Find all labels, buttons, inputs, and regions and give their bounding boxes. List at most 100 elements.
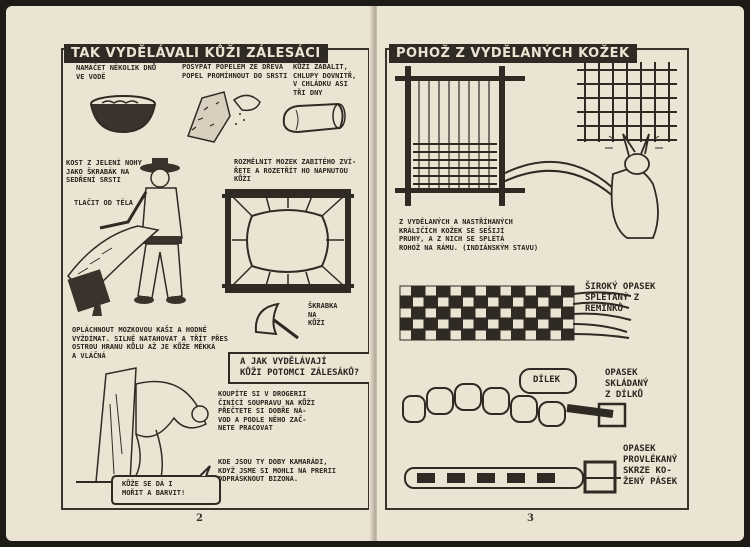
weave-cell [487, 285, 500, 297]
weave-cell [487, 318, 500, 330]
rabbit-illustration [502, 133, 663, 239]
weave-cell [487, 307, 500, 319]
caption-weave: Z VYDĚLANÝCH A NASTŘÍHANÝCH KRÁLIČÍCH KO… [399, 218, 539, 252]
right-page: POHOŽ Z VYDĚLANÝCH KOŽEK [377, 6, 744, 541]
weave-cell [424, 296, 437, 308]
weave-cell [549, 318, 562, 330]
weave-cell [512, 296, 525, 308]
caption-rinse: OPLÁCHNOUT MOZKOVOU KAŠI A HODNĚ VYŽDÍMA… [72, 326, 228, 360]
weave-cell [412, 318, 425, 330]
weave-cell [437, 318, 450, 330]
weave-cell [512, 329, 525, 341]
weave-cell [549, 329, 562, 341]
woven-belt-illustration [399, 285, 575, 341]
soaking-bowl-illustration [90, 95, 156, 134]
laced-belt-illustration [404, 460, 621, 494]
weave-cell [474, 318, 487, 330]
weave-cell [499, 285, 512, 297]
callout-text: A JAK VYDĚLÁVAJÍ KŮŽI POTOMCI ZÁLESÁKŮ? [240, 357, 360, 378]
caption-soak: NAMÁČET NĚKOLIK DNŮ VE VODĚ [76, 64, 157, 81]
weave-cell [499, 329, 512, 341]
weave-cell [399, 307, 412, 319]
weave-cell [474, 307, 487, 319]
weave-cell [474, 329, 487, 341]
weave-cell [462, 318, 475, 330]
weave-cell [549, 296, 562, 308]
weave-cell [512, 307, 525, 319]
weave-cell [474, 296, 487, 308]
caption-brain: ROZMĚLNIT MOZEK ZABITÉHO ZVÍ- ŘETE A ROZ… [234, 158, 357, 183]
stretching-frame-illustration [222, 189, 354, 293]
weave-cell [487, 296, 500, 308]
weave-cell [524, 329, 537, 341]
weave-cell [487, 329, 500, 341]
weave-cell [549, 285, 562, 297]
speech-bubble-text: KŮŽE SE DÁ I MOŘIT A BARVIT! [122, 480, 186, 497]
caption-wide-belt: ŠIROKÝ OPASEK SPLÉTANÝ Z ŘEMÍNKŮ [585, 282, 656, 314]
weave-cell [537, 285, 550, 297]
sectional-belt-illustration [402, 383, 627, 428]
weave-cell [524, 285, 537, 297]
loom-illustration [395, 66, 525, 206]
left-page-number: 2 [196, 513, 203, 524]
left-page: TAK VYDĚLÁVALI KŮŽI ZÁLESÁCI NAMÁČET NĚK… [6, 6, 373, 541]
weave-cell [437, 307, 450, 319]
weave-cell [399, 296, 412, 308]
caption-dilek: DÍLEK [533, 375, 561, 385]
caption-old-times: KDE JSOU TY DOBY KAMARÁDI, KDYŽ JSME SI … [218, 458, 337, 483]
weave-cell [399, 329, 412, 341]
weave-cell [562, 285, 575, 297]
weave-cell [474, 285, 487, 297]
caption-buy-kit: KOUPÍTE SI V DROGERII ČINÍCÍ SOUPRAVU NA… [218, 390, 315, 432]
weave-cell [424, 318, 437, 330]
caption-laced-belt: OPASEK PROVLÉKANÝ SKRZE KO- ŽENÝ PÁSEK [623, 444, 678, 487]
weave-cell [449, 318, 462, 330]
woven-mat-illustration [577, 62, 677, 142]
weave-cell [437, 329, 450, 341]
speech-bubble-shape [111, 465, 221, 505]
book-spread: TAK VYDĚLÁVALI KŮŽI ZÁLESÁCI NAMÁČET NĚK… [6, 6, 744, 541]
leather-strips-illustration [572, 291, 632, 339]
weave-cell [399, 318, 412, 330]
weave-cell [412, 307, 425, 319]
weave-cell [462, 307, 475, 319]
dilek-label-shape [519, 368, 577, 394]
woodsman-scraping-illustration [67, 158, 186, 316]
scraper-tool-illustration [254, 302, 299, 340]
weave-cell [399, 285, 412, 297]
ash-hide-illustration [187, 91, 261, 143]
weave-cell [537, 329, 550, 341]
weave-cell [437, 296, 450, 308]
weave-cell [512, 285, 525, 297]
weave-cell [499, 307, 512, 319]
right-page-number: 3 [527, 513, 534, 524]
hide-drying-illustration [76, 367, 216, 483]
weave-cell [499, 296, 512, 308]
weave-cell [449, 329, 462, 341]
weave-cell [424, 329, 437, 341]
weave-cell [449, 296, 462, 308]
weave-cell [462, 329, 475, 341]
weave-cell [524, 296, 537, 308]
weave-cell [449, 285, 462, 297]
weave-cell [424, 307, 437, 319]
caption-sectional-belt: OPASEK SKLÁDANÝ Z DÍLKŮ [605, 368, 649, 400]
weave-cell [449, 307, 462, 319]
weave-cell [537, 318, 550, 330]
weave-cell [412, 329, 425, 341]
weave-cell [462, 296, 475, 308]
weave-cell [499, 318, 512, 330]
callout-box: A JAK VYDĚLÁVAJÍ KŮŽI POTOMCI ZÁLESÁKŮ? [228, 352, 373, 384]
weave-cell [412, 285, 425, 297]
weave-cell [424, 285, 437, 297]
weave-cell [549, 307, 562, 319]
right-page-title: POHOŽ Z VYDĚLANÝCH KOŽEK [389, 44, 637, 63]
weave-cell [537, 296, 550, 308]
caption-ash: POSYPAT POPELEM ZE DŘEVA POPEL PROMÍHNOU… [182, 63, 288, 80]
weave-cell [437, 285, 450, 297]
left-page-title: TAK VYDĚLÁVALI KŮŽI ZÁLESÁCI [64, 44, 328, 63]
weave-cell [512, 318, 525, 330]
weave-cell [524, 307, 537, 319]
weave-cell [412, 296, 425, 308]
caption-roll: KŮŽI ZABALIT, CHLUPY DOVNITŘ, V CHLÁDKU … [293, 63, 357, 97]
